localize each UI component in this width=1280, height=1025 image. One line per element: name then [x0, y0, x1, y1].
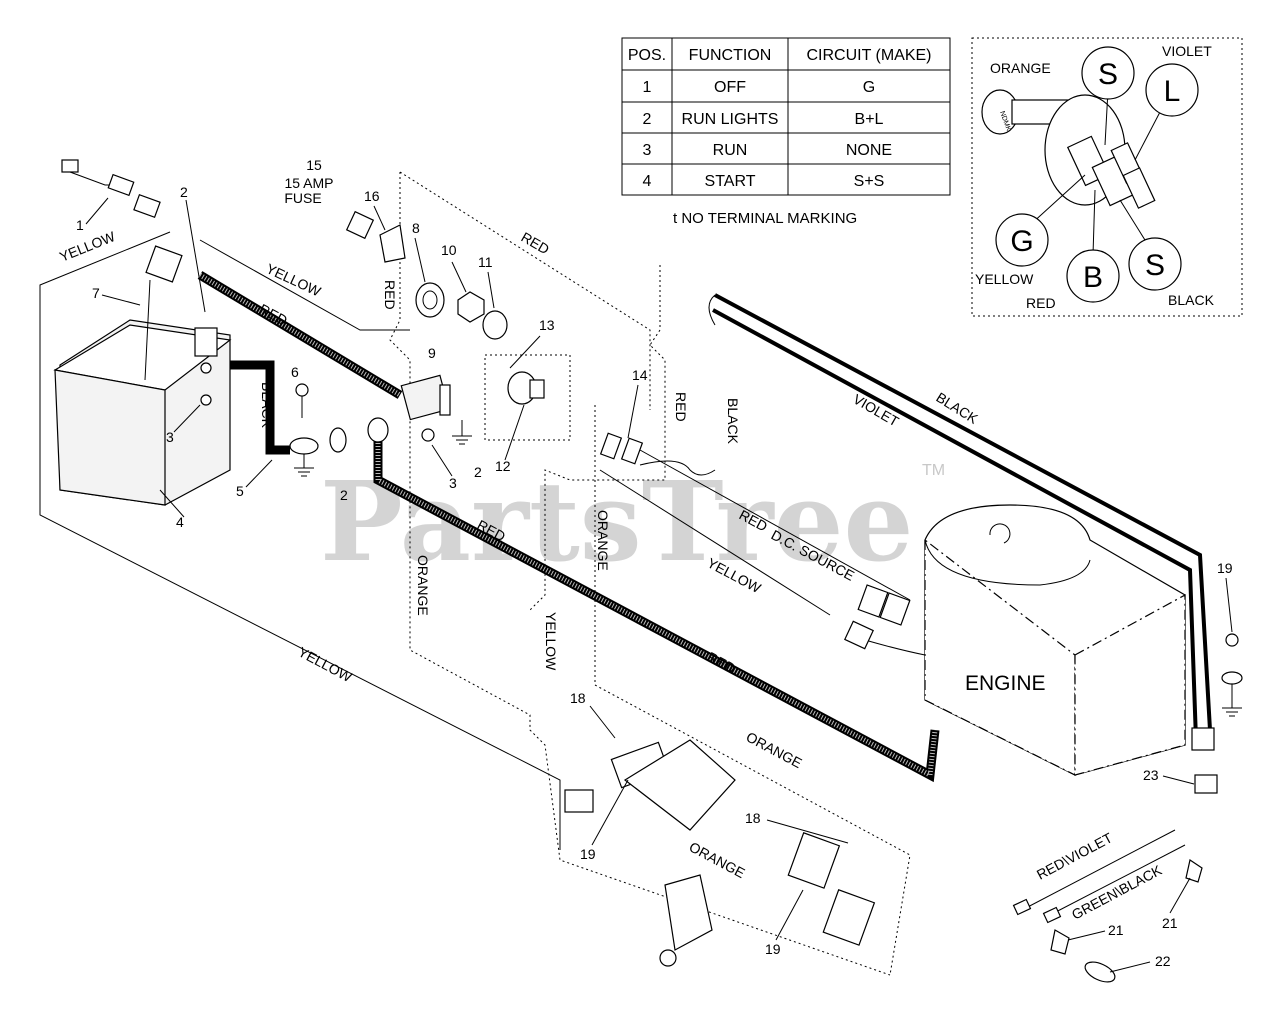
wire-label-orange: ORANGE	[744, 729, 805, 772]
callout-2: 2	[180, 184, 188, 200]
callout-18: 18	[570, 690, 586, 706]
wire-label-red-violet: RED\VIOLET	[1034, 829, 1115, 882]
callout-2c: 2	[474, 464, 482, 480]
battery	[53, 245, 232, 506]
callout-10: 10	[441, 242, 457, 258]
callouts: 1 2 7 3 4 5 6 2 3 9 8 10 11 16 13 12 2 1…	[76, 184, 1233, 973]
terminal-label: L	[1164, 75, 1181, 108]
battery-terminal	[194, 327, 218, 357]
callout-4: 4	[176, 514, 184, 530]
wire-label-red: RED	[673, 392, 689, 422]
callout-11: 11	[478, 254, 493, 270]
wire-label-green-black: GREEN\BLACK	[1069, 861, 1165, 922]
callout-19b: 19	[765, 941, 781, 957]
switch-wire-label: VIOLET	[1162, 43, 1212, 59]
callout-2b: 2	[340, 487, 348, 503]
callout-14: 14	[632, 367, 648, 383]
wire-label-black: BLACK	[725, 398, 741, 445]
battery-terminal-cover	[145, 245, 183, 283]
callout-8: 8	[412, 220, 420, 236]
position-table: POS. FUNCTION CIRCUIT (MAKE) 1 OFF G 2 R…	[621, 37, 951, 227]
watermark: PartsTree TM	[320, 457, 945, 586]
callout-3: 3	[166, 429, 174, 445]
fuse-rating: 15 AMP	[284, 175, 333, 191]
battery-cables	[197, 271, 940, 783]
terminal-s-bottom	[1128, 237, 1182, 291]
callout-18b: 18	[745, 810, 761, 826]
terminal-label: S	[1145, 249, 1165, 282]
wire-label-black: BLACK	[259, 382, 275, 429]
switch-wire-label: BLACK	[1168, 292, 1215, 308]
callout-6: 6	[291, 364, 299, 380]
terminal-label: S	[1098, 58, 1118, 91]
watermark-tm: TM	[922, 462, 945, 479]
table-cell: NONE	[846, 142, 892, 159]
callout-5: 5	[236, 483, 244, 499]
callout-21: 21	[1162, 915, 1178, 931]
table-cell: 3	[643, 142, 652, 159]
wire-label-orange: ORANGE	[595, 510, 611, 571]
harness-outlines	[39, 171, 1212, 976]
engine: ENGINE	[844, 504, 1186, 776]
callout-13: 13	[539, 317, 555, 333]
wire-label-yellow: YELLOW	[57, 228, 118, 265]
terminal-label: B	[1083, 261, 1103, 294]
callout-21b: 21	[1108, 922, 1124, 938]
ground-symbols	[294, 420, 1242, 717]
table-cell: START	[705, 173, 756, 190]
callout-22: 22	[1155, 953, 1171, 969]
table-note: t NO TERMINAL MARKING	[673, 210, 857, 227]
callout-3b: 3	[449, 475, 457, 491]
wire-label-red: RED	[519, 229, 553, 258]
callout-9: 9	[428, 345, 436, 361]
ignition-switch-detail: NDMK S L G B S ORANGE VIOLET YELLOW RED …	[971, 37, 1243, 317]
ground-icon	[1222, 684, 1242, 717]
engine-label: ENGINE	[965, 672, 1046, 695]
terminal-s-top	[1081, 46, 1135, 100]
table-cell: RUN LIGHTS	[682, 111, 779, 128]
callout-7: 7	[92, 285, 100, 301]
table-cell: B+L	[855, 111, 884, 128]
wire-label-orange: ORANGE	[687, 839, 748, 882]
table-cell: OFF	[714, 79, 746, 96]
table-cell: 4	[643, 173, 652, 190]
wire-label-black: BLACK	[933, 389, 981, 427]
wire-label-orange: ORANGE	[415, 555, 431, 616]
callout-16: 16	[364, 188, 380, 204]
ground-icon	[452, 420, 472, 445]
table-cell: S+S	[854, 173, 885, 190]
wire-label-yellow: YELLOW	[543, 612, 559, 671]
table-header-pos: POS.	[628, 47, 666, 64]
fuse-label: 15 15 AMP FUSE	[284, 157, 333, 206]
table-header-circuit: CIRCUIT (MAKE)	[806, 47, 931, 64]
small-parts	[61, 159, 1243, 983]
switch-wire-label: YELLOW	[975, 271, 1034, 287]
terminal-g	[995, 213, 1049, 267]
yellow-harness	[39, 231, 561, 850]
wire-label-red: RED	[382, 280, 398, 310]
callout-23: 23	[1143, 767, 1159, 783]
callout-12: 12	[495, 458, 511, 474]
ground-icon	[294, 454, 314, 477]
wire-label-yellow: YELLOW	[264, 260, 324, 299]
table-cell: 1	[643, 79, 652, 96]
terminal-label: G	[1010, 225, 1033, 258]
fuse-text: FUSE	[284, 190, 321, 206]
callout-15: 15	[306, 157, 322, 173]
table-header-function: FUNCTION	[689, 47, 772, 64]
callout-1: 1	[76, 217, 84, 233]
terminal-b	[1066, 249, 1120, 303]
wire-label-yellow: YELLOW	[296, 644, 356, 686]
table-cell: G	[863, 79, 875, 96]
table-cell: 2	[643, 111, 652, 128]
switch-wire-label: ORANGE	[990, 60, 1051, 76]
switch-wire-label: RED	[1026, 295, 1056, 311]
table-cell: RUN	[713, 142, 748, 159]
watermark-text: PartsTree	[320, 457, 914, 586]
callout-19: 19	[580, 846, 596, 862]
terminal-l	[1145, 63, 1199, 117]
callout-20: 19	[1217, 560, 1233, 576]
